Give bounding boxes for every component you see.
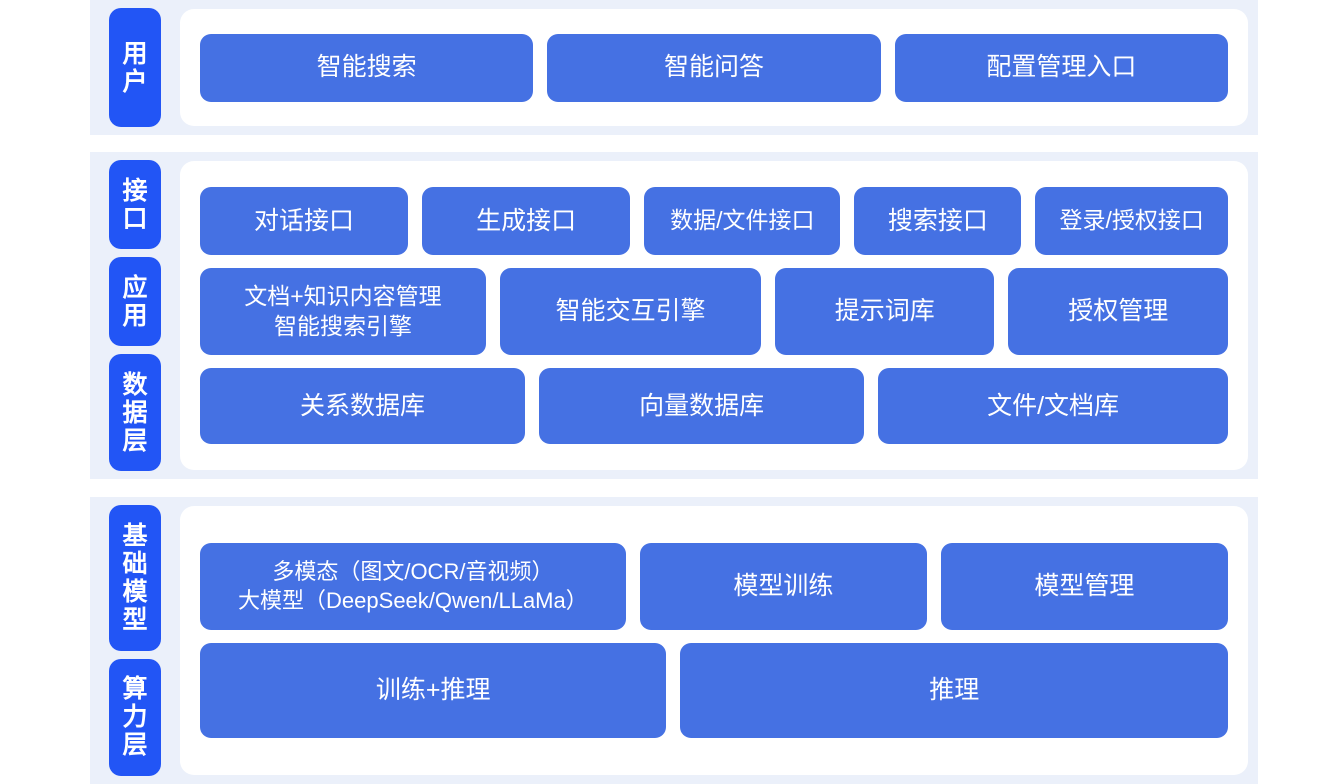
box-vector-database[interactable]: 向量数据库 bbox=[539, 368, 865, 444]
section-platform: 接口 应用 数据层 对话接口 生成接口 数据/文件接口 搜索接口 登录/授权接口… bbox=[90, 152, 1258, 479]
label-column-platform: 接口 应用 数据层 bbox=[90, 152, 180, 479]
box-training-inference[interactable]: 训练+推理 bbox=[200, 643, 667, 738]
box-config-management-entry[interactable]: 配置管理入口 bbox=[894, 33, 1228, 102]
layer-label-compute-text: 算力层 bbox=[122, 675, 148, 760]
box-model-training[interactable]: 模型训练 bbox=[639, 543, 927, 630]
box-inference[interactable]: 推理 bbox=[680, 643, 1228, 738]
section-user: 用户 智能搜索 智能问答 配置管理入口 bbox=[90, 0, 1258, 135]
layer-label-foundation-model: 基础模型 bbox=[109, 505, 161, 651]
panel-user: 智能搜索 智能问答 配置管理入口 bbox=[180, 9, 1248, 126]
panel-infrastructure: 多模态（图文/OCR/音视频） 大模型（DeepSeek/Qwen/LLaMa）… bbox=[180, 506, 1248, 775]
panel-platform: 对话接口 生成接口 数据/文件接口 搜索接口 登录/授权接口 文档+知识内容管理… bbox=[180, 161, 1248, 470]
box-intelligent-interaction-engine[interactable]: 智能交互引擎 bbox=[499, 268, 761, 355]
box-data-file-api[interactable]: 数据/文件接口 bbox=[644, 187, 841, 255]
label-column-user: 用户 bbox=[90, 0, 180, 135]
row-foundation-model: 多模态（图文/OCR/音视频） 大模型（DeepSeek/Qwen/LLaMa）… bbox=[200, 543, 1228, 630]
box-authorization-management[interactable]: 授权管理 bbox=[1008, 268, 1228, 355]
layer-label-user: 用户 bbox=[109, 8, 161, 127]
label-column-infrastructure: 基础模型 算力层 bbox=[90, 497, 180, 784]
box-generate-api[interactable]: 生成接口 bbox=[422, 187, 631, 255]
layer-label-foundation-model-text: 基础模型 bbox=[122, 521, 148, 634]
box-intelligent-search[interactable]: 智能搜索 bbox=[200, 33, 534, 102]
layer-label-api-text: 接口 bbox=[122, 176, 148, 233]
box-document-knowledge-management[interactable]: 文档+知识内容管理 智能搜索引擎 bbox=[200, 268, 486, 355]
box-intelligent-qa[interactable]: 智能问答 bbox=[547, 33, 881, 102]
box-multimodal-large-model[interactable]: 多模态（图文/OCR/音视频） 大模型（DeepSeek/Qwen/LLaMa） bbox=[200, 543, 626, 630]
box-file-document-store[interactable]: 文件/文档库 bbox=[878, 368, 1228, 444]
row-user-entries: 智能搜索 智能问答 配置管理入口 bbox=[200, 33, 1228, 102]
row-data: 关系数据库 向量数据库 文件/文档库 bbox=[200, 368, 1228, 444]
box-dialog-api[interactable]: 对话接口 bbox=[200, 187, 409, 255]
box-login-auth-api[interactable]: 登录/授权接口 bbox=[1035, 187, 1228, 255]
layer-label-user-text: 用户 bbox=[122, 39, 148, 96]
box-model-management[interactable]: 模型管理 bbox=[940, 543, 1228, 630]
layer-label-data: 数据层 bbox=[109, 354, 161, 471]
layer-label-application-text: 应用 bbox=[122, 273, 148, 330]
section-infrastructure: 基础模型 算力层 多模态（图文/OCR/音视频） 大模型（DeepSeek/Qw… bbox=[90, 497, 1258, 784]
box-prompt-library[interactable]: 提示词库 bbox=[774, 268, 995, 355]
layer-label-compute: 算力层 bbox=[109, 658, 161, 776]
layer-label-data-text: 数据层 bbox=[122, 370, 148, 455]
row-application: 文档+知识内容管理 智能搜索引擎 智能交互引擎 提示词库 授权管理 bbox=[200, 268, 1228, 355]
box-relational-database[interactable]: 关系数据库 bbox=[200, 368, 526, 444]
layer-label-api: 接口 bbox=[109, 160, 161, 249]
row-compute: 训练+推理 推理 bbox=[200, 643, 1228, 738]
row-api: 对话接口 生成接口 数据/文件接口 搜索接口 登录/授权接口 bbox=[200, 187, 1228, 255]
box-search-api[interactable]: 搜索接口 bbox=[854, 187, 1022, 255]
layer-label-application: 应用 bbox=[109, 257, 161, 346]
